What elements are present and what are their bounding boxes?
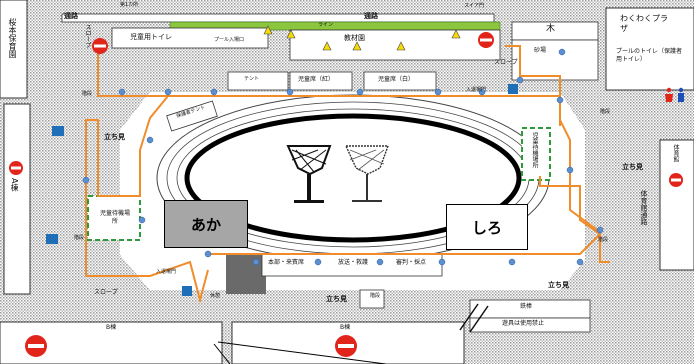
- warning-triangles: [263, 25, 461, 51]
- no-entry-icon: [25, 335, 47, 357]
- team-red-box: あか: [164, 200, 248, 248]
- stairs-label-5: 階段: [370, 293, 381, 299]
- standing-area-label-4: 立ち見: [548, 281, 569, 289]
- b-building-label: B棟: [106, 324, 117, 331]
- wheelchair-icon: [182, 286, 192, 296]
- judge-label: 審判・採点: [396, 259, 427, 266]
- no-entry-icon: [478, 32, 494, 48]
- playground-notice-box: [469, 317, 591, 333]
- top-right-gate-label: スイア門: [464, 3, 485, 9]
- stairs-label-3: 階段: [600, 109, 611, 115]
- wakuwaku-plaza-label: わくわくプラザ: [620, 14, 668, 33]
- route-bottom-left: [86, 260, 209, 304]
- tent-small-label: テント: [244, 76, 260, 82]
- slope-label-1: スロープ: [84, 24, 91, 48]
- no-entry-icon: [335, 335, 357, 357]
- rest-box: [359, 289, 385, 309]
- waiting-area-right: [521, 127, 551, 181]
- nursery-building: [0, 0, 28, 99]
- route-right: [505, 45, 610, 263]
- a-building-label: A棟: [10, 178, 19, 192]
- track-inner: [184, 113, 522, 243]
- children-seat-red-box: [289, 71, 353, 91]
- sandbox-label: 砂場: [534, 47, 547, 54]
- no-entry-icon: [92, 38, 108, 54]
- trophy-goblet-icon: [286, 145, 332, 203]
- trophy-goblet-icon: [344, 145, 389, 202]
- top-small-label: 第1カ所: [120, 2, 139, 8]
- slope-lines: [459, 303, 489, 333]
- no-entry-icon: [669, 173, 683, 187]
- plaza-building: [605, 7, 694, 91]
- pool-toilet-label: プールのトイレ（保護者用トイレ）: [616, 48, 683, 63]
- waiting-area-right-label: 児童待機場所: [531, 132, 538, 168]
- children-seat-white-label: 児童席（白）: [378, 76, 415, 83]
- nursery-label: 桜本保育園: [8, 18, 17, 58]
- top-road-strip: [61, 13, 495, 23]
- teachers-room-label: 教材園: [344, 34, 365, 42]
- stairs-label-2: 階段: [74, 235, 85, 241]
- school-route-label: 入退場門: [466, 87, 487, 93]
- children-seat-white-box: [363, 71, 437, 91]
- callout-line: [213, 343, 231, 364]
- route-left: [85, 95, 169, 276]
- children-seat-red-label: 児童席（紅）: [298, 76, 335, 83]
- restroom-icon: [665, 87, 684, 102]
- top-road-label: 通路: [64, 12, 78, 20]
- gate-bottom-label: 入退場門: [156, 269, 177, 275]
- wheelchair-icon: [52, 126, 64, 136]
- gym-passage-label: 体育館通路: [640, 190, 648, 225]
- wheelchair-icon: [46, 234, 58, 244]
- restroom-children-label: 児童用トイレ: [130, 33, 172, 41]
- gym-building: [659, 139, 694, 271]
- broadcast-label: 放送・救護: [338, 259, 369, 266]
- hq-tent-label: 本部・来賓席: [268, 259, 305, 266]
- stairs-label-4: 階段: [598, 237, 609, 243]
- parents-tent-box: [166, 100, 218, 132]
- playground-notice-label: 遊具は使用禁止: [502, 320, 545, 327]
- pool-area-label: プール入場口: [214, 37, 245, 43]
- bottom-hatch-block: [226, 254, 266, 294]
- b-building-right-label: B棟: [340, 324, 351, 331]
- standing-area-label-3: 立ち見: [326, 295, 347, 303]
- callout-line: [217, 341, 387, 364]
- no-entry-signs: [9, 32, 683, 357]
- tent-box: [227, 71, 289, 91]
- slope-label-3: スロープ: [94, 289, 118, 296]
- iron-bar-label: 鉄棒: [520, 303, 533, 310]
- pool-line-label: ライン: [318, 22, 334, 28]
- tree-area-label: 木: [546, 24, 556, 34]
- top-road-right-label: 通路: [364, 12, 378, 20]
- teachers-room: [289, 29, 501, 61]
- slope-label-2: スロープ: [494, 59, 518, 66]
- gym-label: 体育館: [672, 144, 679, 162]
- rest-area-label: 休憩: [210, 293, 221, 299]
- no-entry-icon: [9, 161, 23, 175]
- sandbox-area: [511, 39, 599, 81]
- waiting-area-left-label: 児童待機場所: [99, 210, 130, 225]
- standing-area-label-2: 立ち見: [622, 163, 643, 171]
- children-restroom: [111, 27, 269, 49]
- wheelchair-icon: [508, 84, 518, 94]
- standing-area-label-1: 立ち見: [104, 133, 125, 141]
- a-building: [3, 103, 31, 295]
- route-bottom-right: [208, 176, 602, 255]
- team-white-box: しろ: [446, 204, 528, 250]
- stairs-label-1: 階段: [82, 91, 93, 97]
